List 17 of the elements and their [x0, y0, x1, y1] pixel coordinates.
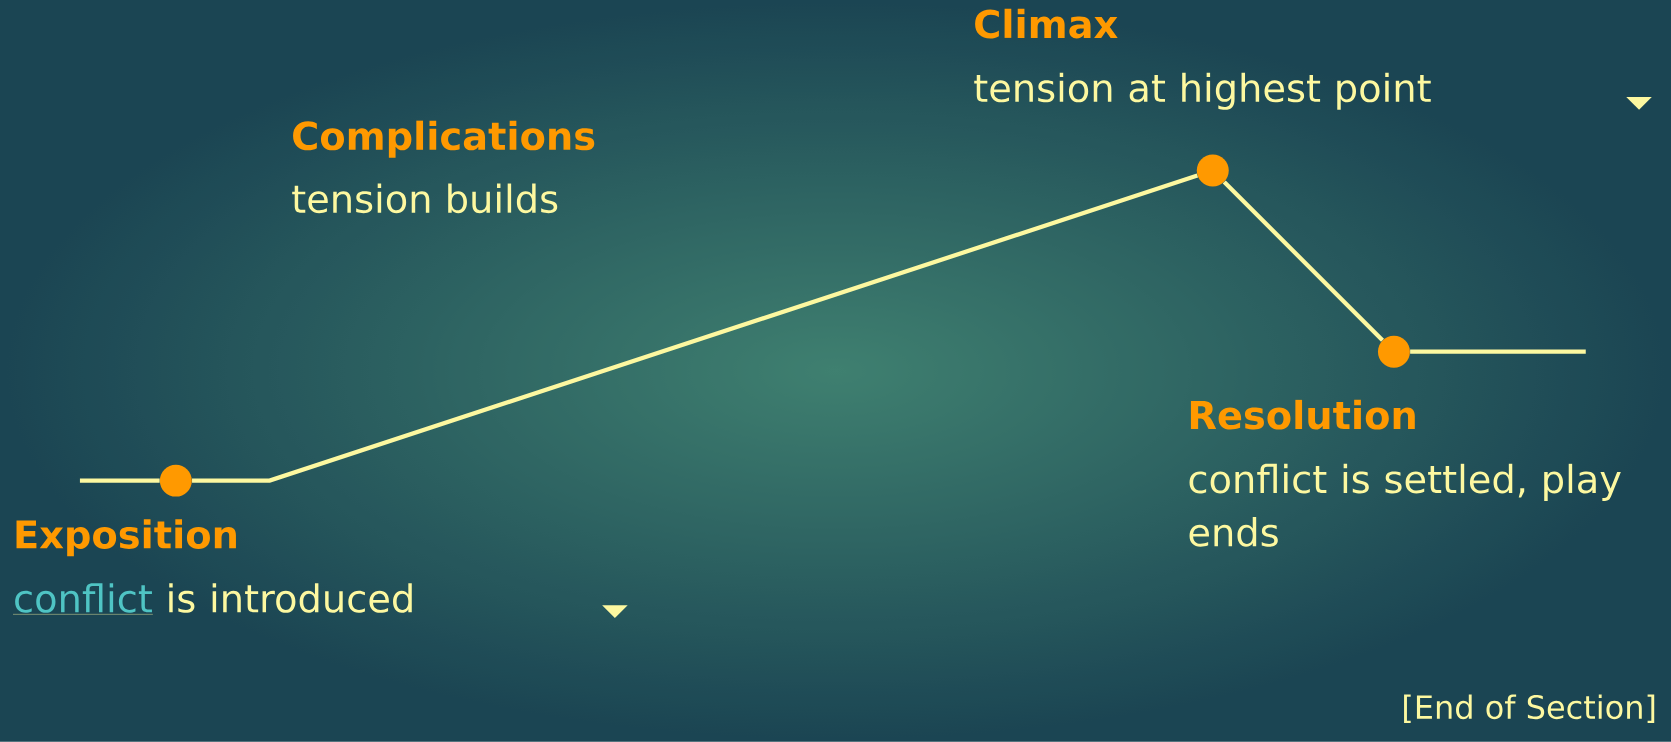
plot-line	[79, 478, 160, 483]
plot-line	[1410, 349, 1586, 354]
dot-marker	[1196, 154, 1229, 187]
stage-description: conflict is introduced	[12, 583, 412, 615]
stage-description: conflict is settled, play ends	[1189, 463, 1621, 547]
section-note: [End of Section]	[1404, 694, 1655, 724]
stage-description: tension at highest point	[974, 72, 1431, 110]
stage-heading: Exposition	[16, 519, 236, 557]
stage-heading: Resolution	[1190, 400, 1415, 430]
link: conflict	[12, 583, 154, 615]
plot-line	[192, 173, 1199, 483]
dot-marker	[159, 464, 192, 497]
stage-heading: Climax	[975, 8, 1118, 39]
stage-description: tension builds	[292, 183, 558, 214]
plot-line	[1222, 180, 1384, 342]
dot-marker	[1377, 335, 1410, 368]
stage-heading: Complications	[293, 120, 595, 158]
